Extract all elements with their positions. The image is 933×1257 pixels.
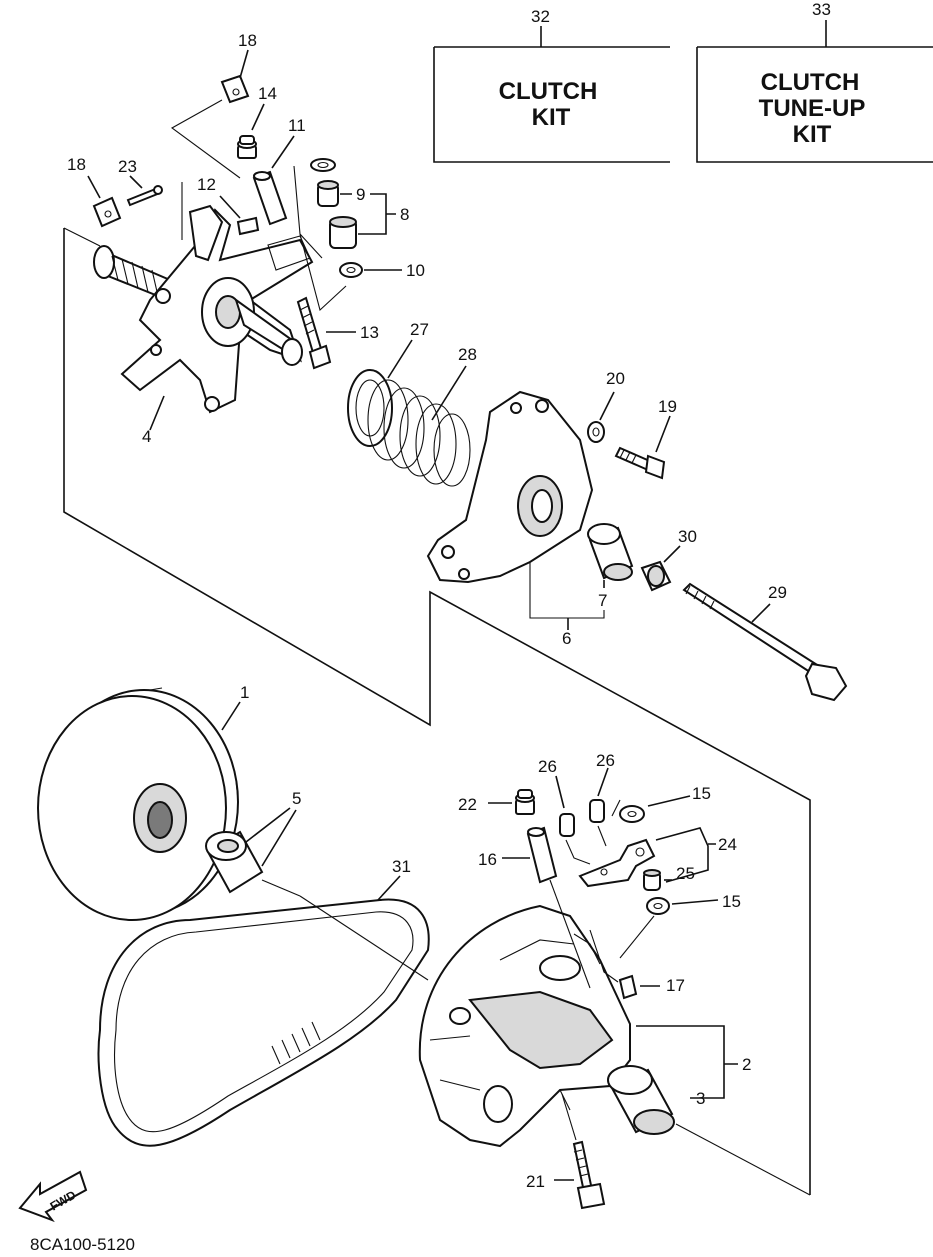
clutch-tune-up-kit-box: 33 CLUTCH TUNE-UP KIT (696, 0, 933, 163)
roller-pin-part-16: 16 (478, 826, 591, 989)
washer-part-27: 27 (347, 320, 429, 447)
assembly-boundary-lines (63, 227, 811, 1195)
roller-pin-part-11: 11 (252, 116, 306, 226)
label-11: 11 (288, 116, 306, 135)
bushing-part-25: 25 (643, 864, 695, 891)
label-26-left: 26 (538, 757, 557, 776)
label-3: 3 (696, 1089, 705, 1108)
label-18-top: 18 (238, 31, 257, 50)
spring-part-28: 28 (367, 345, 477, 487)
tune-up-kit-line1: CLUTCH (761, 69, 860, 96)
pin-part-12: 12 (197, 175, 260, 236)
label-27: 27 (410, 320, 429, 339)
label-29: 29 (768, 583, 787, 602)
fixed-sheave-part-2: 2 (418, 904, 751, 1148)
label-15-bottom: 15 (722, 892, 741, 911)
label-30: 30 (678, 527, 697, 546)
label-24: 24 (718, 835, 737, 854)
pin-part-17: 17 (589, 929, 685, 1000)
bolt-part-13: 13 (296, 296, 379, 370)
label-1: 1 (240, 683, 249, 702)
cover-part-6: 6 (426, 390, 605, 648)
forward-arrow-icon: FWD (18, 1170, 88, 1223)
label-19: 19 (658, 397, 677, 416)
weight-part-18-left: 18 (67, 155, 122, 228)
plug-part-22: 22 (458, 789, 535, 815)
label-13: 13 (360, 323, 379, 342)
label-15-top: 15 (692, 784, 711, 803)
label-7: 7 (598, 591, 607, 610)
label-14: 14 (258, 84, 277, 103)
label-22: 22 (458, 795, 477, 814)
bushing-part-3: 3 (607, 1065, 811, 1196)
bushing-part-7: 7 (587, 523, 634, 610)
clutch-kit-line1: CLUTCH (499, 78, 598, 105)
label-10: 10 (406, 261, 425, 280)
spider-hub-part-4: 4 (93, 204, 314, 446)
washer-part-20: 20 (587, 369, 625, 443)
nut-part-30: 30 (640, 527, 697, 592)
label-2: 2 (742, 1055, 751, 1074)
label-9: 9 (356, 185, 365, 204)
label-17: 17 (666, 976, 685, 995)
pin-parts-26: 26 26 (538, 751, 621, 865)
label-23: 23 (118, 157, 137, 176)
bolt-part-19: 19 (614, 397, 677, 480)
label-18-left: 18 (67, 155, 86, 174)
label-26-right: 26 (596, 751, 615, 770)
label-20: 20 (606, 369, 625, 388)
label-4: 4 (142, 427, 151, 446)
tune-up-kit-line3: KIT (793, 121, 832, 148)
label-5: 5 (292, 789, 301, 808)
bolt-part-21: 21 (526, 1093, 606, 1210)
label-8: 8 (400, 205, 409, 224)
weight-part-18-top: 18 (170, 31, 257, 179)
tune-up-kit-line2: TUNE-UP (759, 95, 866, 122)
label-12: 12 (197, 175, 216, 194)
weight-part-24: 24 (578, 827, 737, 888)
label-31: 31 (392, 857, 411, 876)
label-21: 21 (526, 1172, 545, 1191)
clutch-kit-box: 32 CLUTCH KIT (433, 7, 670, 163)
label-16: 16 (478, 850, 497, 869)
clutch-kit-line2: KIT (532, 104, 571, 131)
washer-parts-15: 15 15 (619, 784, 741, 959)
label-6: 6 (562, 629, 571, 648)
pin-part-23: 23 (118, 157, 183, 240)
bushing-parts-9-8-10: 9 8 10 (293, 158, 425, 312)
bushing-part-5: 5 (205, 789, 301, 897)
sheave-disc-part-1: 1 (37, 683, 249, 921)
label-25: 25 (676, 864, 695, 883)
kit-number-32: 32 (531, 7, 550, 26)
bolt-part-29: 29 (682, 582, 848, 702)
drawing-code: 8CA100-5120 (30, 1235, 135, 1254)
drive-belt-part-31: 31 (97, 857, 430, 1147)
plug-part-14: 14 (237, 84, 277, 159)
label-28: 28 (458, 345, 477, 364)
kit-number-33: 33 (812, 0, 831, 19)
